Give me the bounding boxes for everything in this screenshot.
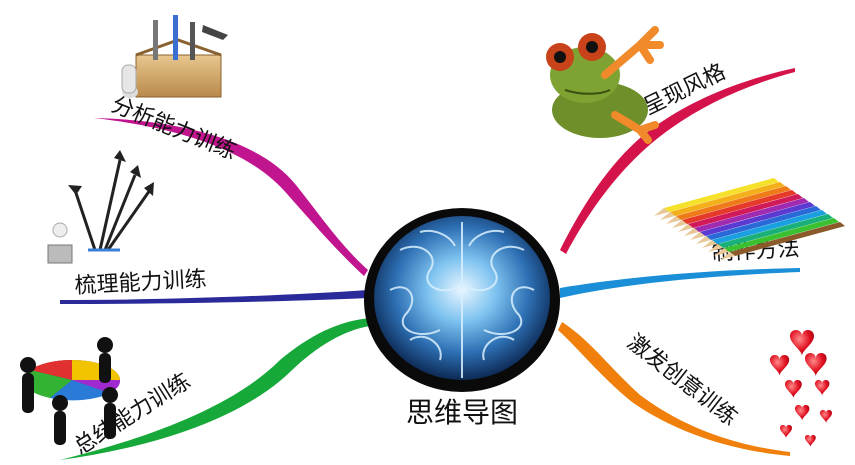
pie-chart-people-icon	[20, 337, 121, 445]
hearts-icon	[770, 330, 832, 447]
pencil-tip-shape	[702, 240, 717, 248]
pencil-tip-shape	[660, 212, 675, 220]
heart-shape	[820, 410, 832, 423]
pencil-tip-shape	[672, 220, 687, 228]
pencil-shape	[682, 190, 797, 224]
heart-shape	[805, 435, 816, 447]
heart-shape	[785, 380, 802, 399]
arrows-figure-icon	[47, 150, 154, 264]
pencil-tip-shape	[666, 216, 681, 224]
pencil-shape	[712, 210, 827, 244]
central-node: 思维导图	[364, 208, 560, 429]
pencil-shape	[700, 202, 815, 236]
branch-curve-analysis	[94, 118, 368, 276]
pencil-shape	[724, 218, 839, 252]
pencil-tip-shape	[720, 252, 735, 260]
pencil-tip-shape	[684, 228, 699, 236]
pencil-tip-shape	[696, 236, 711, 244]
pencil-tip-shape	[678, 224, 693, 232]
pencil-shape	[688, 194, 803, 228]
branch-label-creativity: 激发创意训练	[622, 330, 741, 431]
branch-label-organize: 梳理能力训练	[74, 267, 207, 299]
heart-shape	[790, 330, 814, 356]
branch-label-analysis: 分析能力训练	[108, 92, 240, 165]
pencil-shape	[670, 182, 785, 216]
pencil-shape	[718, 214, 833, 248]
heart-shape	[770, 355, 790, 376]
pencil-shape	[694, 198, 809, 232]
pencil-tip-shape	[690, 232, 705, 240]
pencil-tip-shape	[654, 208, 669, 216]
toolbox-icon	[121, 15, 228, 98]
pencil-tip-shape	[708, 244, 723, 252]
heart-shape	[805, 353, 827, 377]
branch-curve-organize	[60, 290, 368, 304]
center-label: 思维导图	[406, 396, 518, 429]
pencil-shape	[676, 186, 791, 220]
pencil-shape	[664, 178, 779, 212]
heart-shape	[815, 380, 830, 396]
pencil-shape	[730, 222, 845, 256]
frog-icon	[546, 26, 664, 144]
heart-shape	[795, 405, 810, 421]
colored-pencils-icon	[654, 178, 845, 260]
pencil-shape	[706, 206, 821, 240]
pencil-tip-shape	[714, 248, 729, 256]
heart-shape	[780, 425, 792, 438]
branch-curve-method	[560, 268, 800, 298]
branch-curve-summarize	[60, 318, 372, 460]
